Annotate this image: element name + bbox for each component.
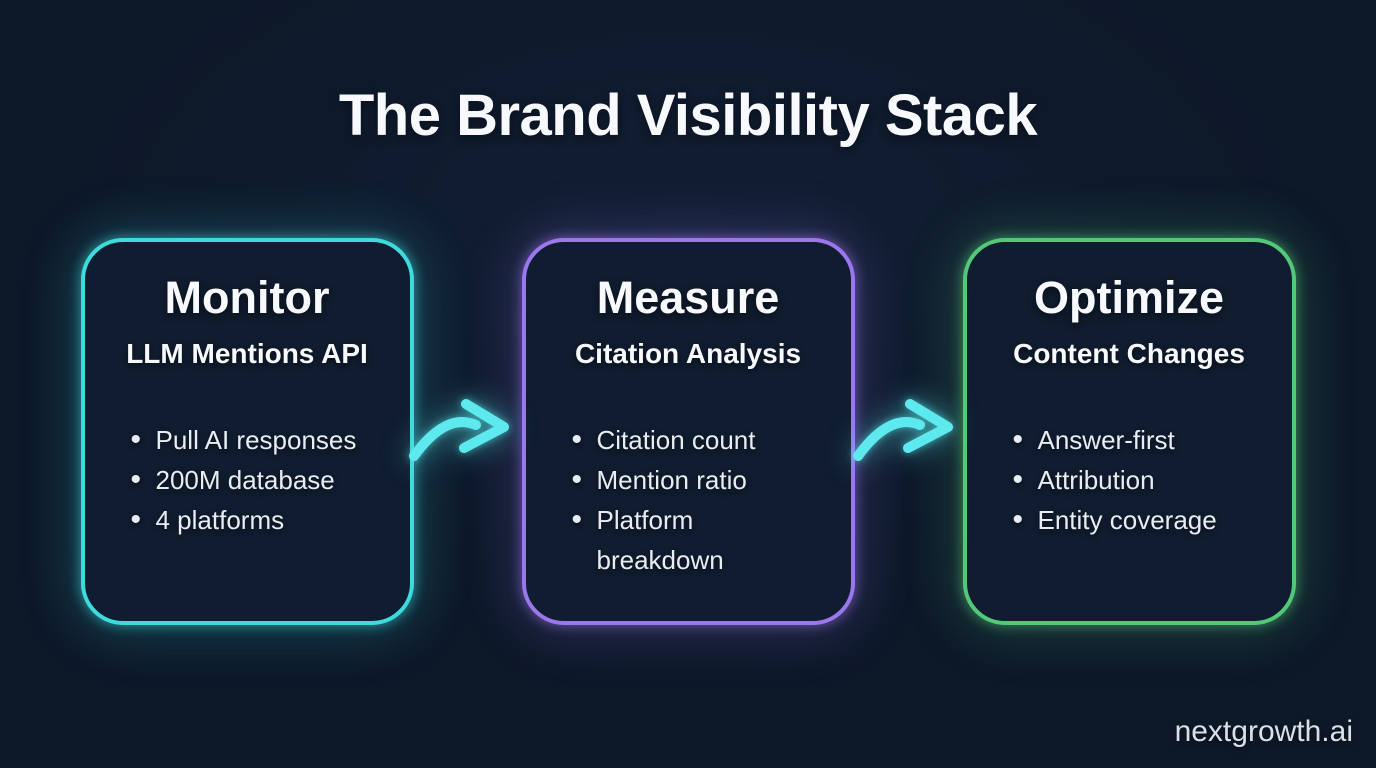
card-bullet-list: Pull AI responses 200M database 4 platfo… — [85, 420, 410, 540]
watermark: nextgrowth.ai — [1174, 715, 1353, 748]
curved-arrow-right-icon — [409, 399, 509, 461]
card-heading: Optimize — [1033, 272, 1225, 323]
bullet-item: Pull AI responses — [131, 420, 386, 460]
bullet-item: Attribution — [1013, 460, 1268, 500]
bullet-item: Mention ratio — [572, 460, 827, 500]
cards-row: Monitor LLM Mentions API Pull AI respons… — [0, 238, 1376, 625]
card-heading: Measure — [596, 272, 780, 323]
bullet-item: Platform breakdown — [572, 500, 827, 580]
card-bullet-list: Citation count Mention ratio Platform br… — [526, 420, 851, 580]
bullet-item: 200M database — [131, 460, 386, 500]
bullet-item: Citation count — [572, 420, 827, 460]
card-subtitle: Citation Analysis — [574, 338, 802, 369]
bullet-item: 4 platforms — [131, 500, 386, 540]
card-bullet-list: Answer-first Attribution Entity coverage — [967, 420, 1292, 540]
card-measure: Measure Citation Analysis Citation count… — [521, 238, 855, 625]
card-optimize: Optimize Content Changes Answer-first At… — [962, 238, 1296, 625]
card-heading: Monitor — [164, 272, 330, 323]
card-subtitle: Content Changes — [1013, 338, 1245, 369]
page-title: The Brand Visibility Stack — [338, 83, 1038, 148]
card-monitor: Monitor LLM Mentions API Pull AI respons… — [80, 238, 414, 625]
card-subtitle: LLM Mentions API — [126, 338, 368, 369]
bullet-item: Entity coverage — [1013, 500, 1268, 540]
curved-arrow-right-icon — [853, 399, 953, 461]
bullet-item: Answer-first — [1013, 420, 1268, 460]
